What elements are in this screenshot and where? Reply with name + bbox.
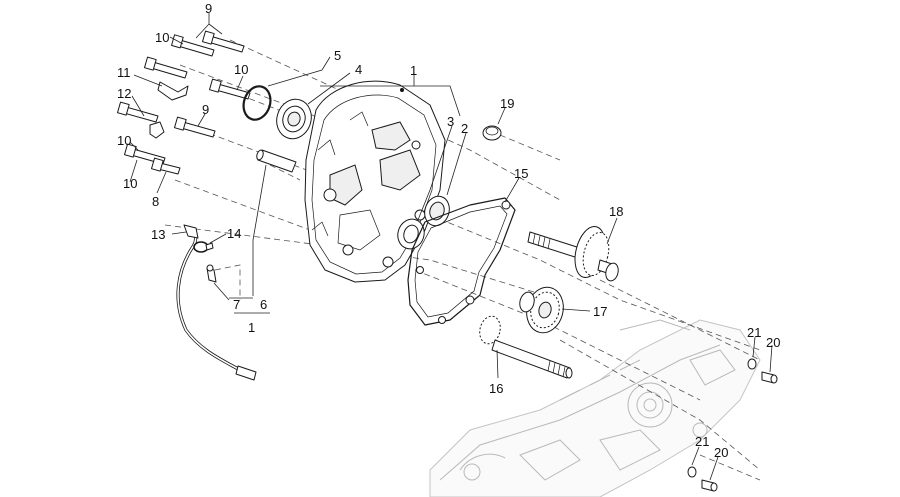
callout-20-lower: 20 bbox=[714, 445, 728, 460]
intermediate-gear-17 bbox=[519, 286, 564, 334]
callout-16: 16 bbox=[489, 381, 503, 396]
callout-10-lower-a: 10 bbox=[117, 133, 131, 148]
callout-10-top: 10 bbox=[155, 30, 169, 45]
callout-9-top: 9 bbox=[205, 1, 212, 16]
callout-18: 18 bbox=[609, 204, 623, 219]
leader-lines bbox=[129, 13, 773, 481]
crankcase-background bbox=[429, 319, 761, 497]
bolt-9-top bbox=[202, 30, 245, 53]
callout-8: 8 bbox=[152, 194, 159, 209]
callout-11: 11 bbox=[117, 65, 131, 80]
bolt-9-middle bbox=[174, 116, 216, 138]
circlip-5 bbox=[242, 85, 272, 121]
driven-shaft-18 bbox=[527, 226, 619, 282]
callout-4: 4 bbox=[355, 62, 362, 77]
callout-20-upper: 20 bbox=[766, 335, 780, 350]
callout-10-lower-b: 10 bbox=[123, 176, 137, 191]
drive-shaft-16 bbox=[479, 315, 573, 379]
bolt-10-middle bbox=[209, 78, 251, 100]
bearing-3 bbox=[397, 218, 425, 250]
bolt-8 bbox=[151, 157, 181, 175]
callout-21-lower: 21 bbox=[695, 434, 709, 449]
bolt-20-upper bbox=[761, 371, 778, 384]
oil-seal-2 bbox=[424, 195, 450, 227]
callout-1-cover: 1 bbox=[410, 63, 417, 78]
clip-12 bbox=[149, 121, 165, 139]
callout-9-middle: 9 bbox=[202, 102, 209, 117]
washer-21-lower bbox=[687, 466, 697, 478]
callout-7: 7 bbox=[233, 297, 240, 312]
callout-19: 19 bbox=[500, 96, 514, 111]
bolt-20-lower bbox=[701, 479, 718, 492]
bracket-11 bbox=[157, 81, 189, 101]
fitting-7 bbox=[206, 264, 217, 283]
callout-labels: 9 10 5 4 1 11 10 12 9 19 3 2 10 10 8 15 … bbox=[117, 1, 780, 460]
callout-21-upper: 21 bbox=[747, 325, 761, 340]
bolt-10-upper-left bbox=[144, 56, 188, 79]
bearing-4 bbox=[276, 98, 312, 140]
plug-19 bbox=[482, 125, 502, 141]
callout-6: 6 bbox=[260, 297, 267, 312]
callout-15: 15 bbox=[514, 166, 528, 181]
callout-17: 17 bbox=[593, 304, 607, 319]
callout-1-hose: 1 bbox=[248, 320, 255, 335]
breather-hose-13 bbox=[176, 224, 257, 381]
leader-dot bbox=[400, 88, 404, 92]
transmission-cover-1 bbox=[304, 80, 446, 283]
bolt-12 bbox=[117, 101, 159, 123]
callout-12: 12 bbox=[117, 86, 131, 101]
callout-14: 14 bbox=[227, 226, 241, 241]
callout-3: 3 bbox=[447, 114, 454, 129]
hose-clamp-14 bbox=[193, 241, 214, 253]
callout-13: 13 bbox=[151, 227, 165, 242]
callout-2: 2 bbox=[461, 121, 468, 136]
gasket-15 bbox=[407, 197, 516, 326]
callout-5: 5 bbox=[334, 48, 341, 63]
washer-21-upper bbox=[747, 358, 757, 370]
callout-10-middle: 10 bbox=[234, 62, 248, 77]
dowel-pin-6 bbox=[256, 149, 297, 173]
